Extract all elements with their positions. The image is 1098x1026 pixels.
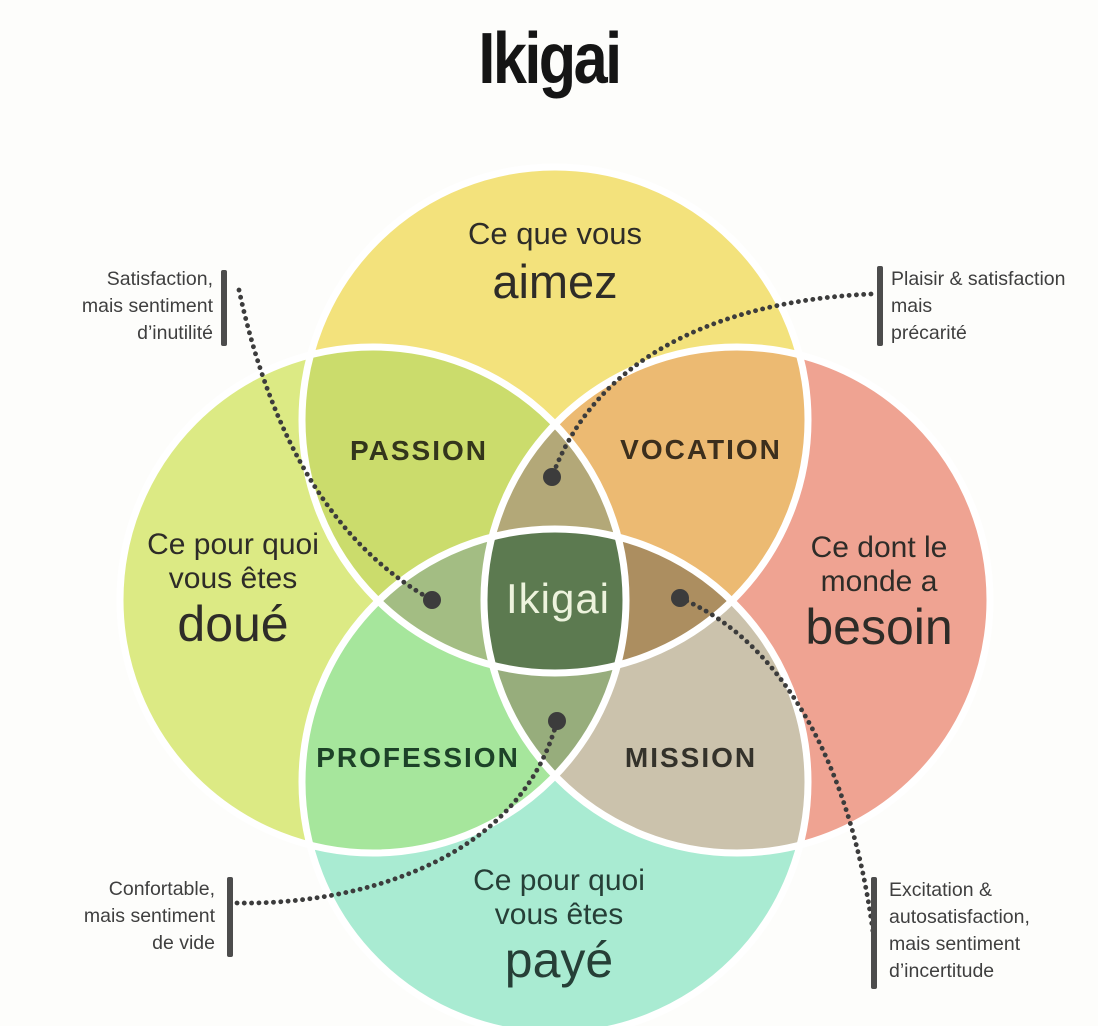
label-line: aimez — [492, 255, 618, 308]
annotation-bottom-right: Excitation & autosatisfaction, mais sent… — [889, 877, 1030, 985]
outline-love-circle — [298, 163, 812, 677]
label-profession: PROFESSION — [316, 742, 520, 773]
annotation-line: Confortable, — [108, 878, 215, 900]
annotation-line: d’incertitude — [889, 960, 995, 982]
annotation-bottom-left: Confortable, mais sentiment de vide — [0, 876, 215, 957]
label-what-you-are-good-at: Ce pour quoi vous êtes doué — [147, 528, 319, 650]
endpoint-dot-love-good-need — [543, 468, 561, 486]
connector-bottom-left — [234, 718, 560, 906]
annotation-line: de vide — [152, 932, 215, 954]
annotation-line: Satisfaction, — [106, 268, 213, 290]
annotation-line: Plaisir & satisfaction — [891, 268, 1066, 290]
annotation-line: mais sentiment — [889, 933, 1021, 955]
page-title: Ikigai — [478, 19, 622, 99]
outline-paid-circle — [298, 525, 812, 1026]
annotation-line: d’inutilité — [137, 322, 213, 344]
annotation-bar-top-right — [877, 266, 883, 346]
annotation-bar-bottom-left — [227, 877, 233, 957]
connector-bottom-right — [677, 595, 876, 935]
label-line: Ce dont le — [810, 531, 948, 564]
label-line: vous êtes — [494, 898, 624, 931]
endpoint-dot-love-good-paid — [423, 591, 441, 609]
annotation-line: mais — [891, 295, 933, 317]
annotation-line: précarité — [891, 322, 967, 344]
label-passion: PASSION — [350, 435, 488, 466]
label-vocation: VOCATION — [620, 434, 782, 465]
label-line: vous êtes — [168, 562, 298, 595]
label-line: Ce que vous — [467, 216, 643, 251]
label-what-you-love: Ce que vous aimez — [468, 214, 642, 308]
label-line: doué — [177, 596, 289, 652]
label-line: Ce pour quoi — [147, 528, 319, 561]
endpoint-dot-love-need-paid — [671, 589, 689, 607]
label-mission: MISSION — [624, 742, 758, 773]
label-ikigai-center: Ikigai — [505, 575, 611, 622]
outline-good-circle — [116, 343, 630, 857]
annotation-top-right: Plaisir & satisfaction mais précarité — [891, 266, 1065, 347]
connector-top-right — [549, 291, 874, 480]
annotation-line: mais sentiment — [81, 295, 213, 317]
annotation-line: Excitation & — [889, 879, 992, 901]
label-what-world-needs: Ce dont le monde a besoin — [805, 531, 952, 653]
label-line: Ce pour quoi — [473, 864, 645, 897]
endpoint-dot-good-need-paid — [548, 712, 566, 730]
outline-need-circle — [480, 343, 994, 857]
annotation-line: autosatisfaction, — [889, 906, 1030, 928]
label-line: monde a — [820, 565, 938, 598]
connector-top-left — [236, 287, 435, 603]
label-line: besoin — [805, 599, 953, 655]
label-line: payé — [504, 932, 614, 988]
annotation-top-left: Satisfaction, mais sentiment d’inutilité — [0, 266, 213, 347]
label-what-you-are-paid-for: Ce pour quoi vous êtes payé — [473, 864, 645, 986]
annotation-bar-bottom-right — [871, 877, 877, 989]
annotation-line: mais sentiment — [83, 905, 215, 927]
annotation-bar-top-left — [221, 270, 227, 346]
